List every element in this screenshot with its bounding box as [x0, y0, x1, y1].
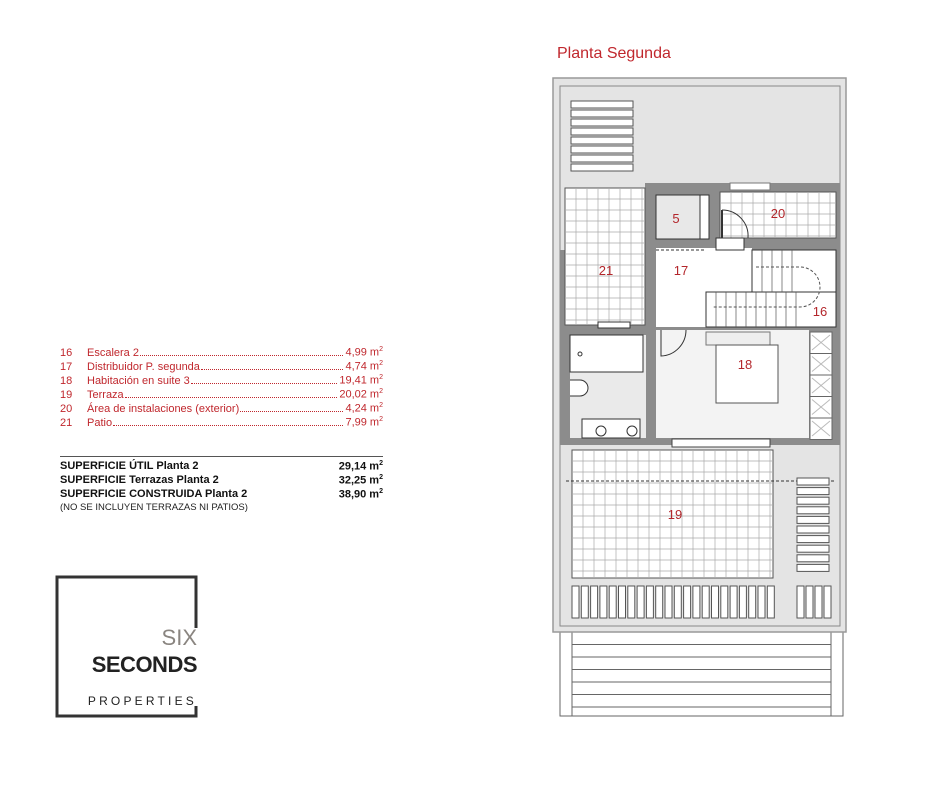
room-5 [655, 194, 702, 240]
room-area: 4,99 m2 [345, 346, 383, 359]
total-row: SUPERFICIE Terrazas Planta 2 32,25 m2 [60, 474, 383, 488]
room-legend: 16 Escalera 2 4,99 m2 17 Distribuidor P. se… [60, 346, 383, 430]
label-room-18: 18 [738, 357, 752, 372]
legend-row: 18 Habitación en suite 3 19,41 m2 [60, 374, 383, 388]
side-vent [796, 477, 830, 572]
room-number: 21 [60, 416, 73, 429]
totals-note: (NO SE INCLUYEN TERRAZAS NI PATIOS) [60, 502, 248, 513]
room-area: 20,02 m2 [339, 388, 383, 401]
room-17 [656, 248, 752, 327]
total-row: SUPERFICIE CONSTRUIDA Planta 2 38,90 m2 [60, 488, 383, 502]
logo-seconds: SECONDS [92, 652, 197, 677]
total-value: 38,90 m2 [338, 488, 383, 501]
room-number: 20 [60, 402, 73, 415]
total-value: 29,14 m2 [338, 460, 383, 473]
legend-row: 17 Distribuidor P. segunda 4,74 m2 [60, 360, 383, 374]
total-label: SUPERFICIE CONSTRUIDA Planta 2 [60, 488, 248, 500]
roof-vent [570, 100, 634, 172]
stairs-16 [705, 249, 837, 328]
plan-title: Planta Segunda [557, 45, 671, 62]
patio-21 [564, 187, 646, 326]
surface-totals: SUPERFICIE ÚTIL Planta 2 29,14 m2 SUPERFI… [60, 456, 383, 513]
railing [571, 585, 832, 619]
label-room-16: 16 [813, 304, 827, 319]
room-name: Distribuidor P. segunda [87, 360, 200, 373]
room-name: Habitación en suite 3 [87, 374, 190, 387]
bed [715, 344, 779, 404]
room-area: 19,41 m2 [339, 374, 383, 387]
label-room-19: 19 [668, 507, 682, 522]
room-area: 7,99 m2 [345, 416, 383, 429]
company-logo: SIX SECONDS PROPERTIES [55, 575, 198, 718]
label-room-5: 5 [672, 211, 679, 226]
room-number: 19 [60, 388, 73, 401]
total-value: 32,25 m2 [338, 474, 383, 487]
terrace-19 [571, 449, 774, 579]
legend-row: 20 Área de instalaciones (exterior) 4,24 m… [60, 402, 383, 416]
label-room-20: 20 [771, 206, 785, 221]
total-label: SUPERFICIE Terrazas Planta 2 [60, 474, 219, 486]
logo-properties: PROPERTIES [88, 694, 197, 708]
logo-six: SIX [162, 625, 198, 650]
total-label: SUPERFICIE ÚTIL Planta 2 [60, 460, 199, 472]
wardrobe [809, 331, 833, 440]
room-name: Área de instalaciones (exterior) [87, 402, 240, 415]
room-name: Patio [87, 416, 113, 429]
room-number: 16 [60, 346, 73, 359]
room-number: 17 [60, 360, 73, 373]
room-20 [719, 191, 837, 239]
legend-row: 19 Terraza 20,02 m2 [60, 388, 383, 402]
label-room-17: 17 [674, 263, 688, 278]
label-room-21: 21 [599, 263, 613, 278]
room-area: 4,74 m2 [345, 360, 383, 373]
room-name: Terraza [87, 388, 124, 401]
legend-row: 21 Patio 7,99 m2 [60, 416, 383, 430]
total-row: SUPERFICIE ÚTIL Planta 2 29,14 m2 [60, 460, 383, 474]
legend-row: 16 Escalera 2 4,99 m2 [60, 346, 383, 360]
room-number: 18 [60, 374, 73, 387]
room-name: Escalera 2 [87, 346, 139, 359]
room-area: 4,24 m2 [345, 402, 383, 415]
exterior-steps [559, 631, 844, 717]
